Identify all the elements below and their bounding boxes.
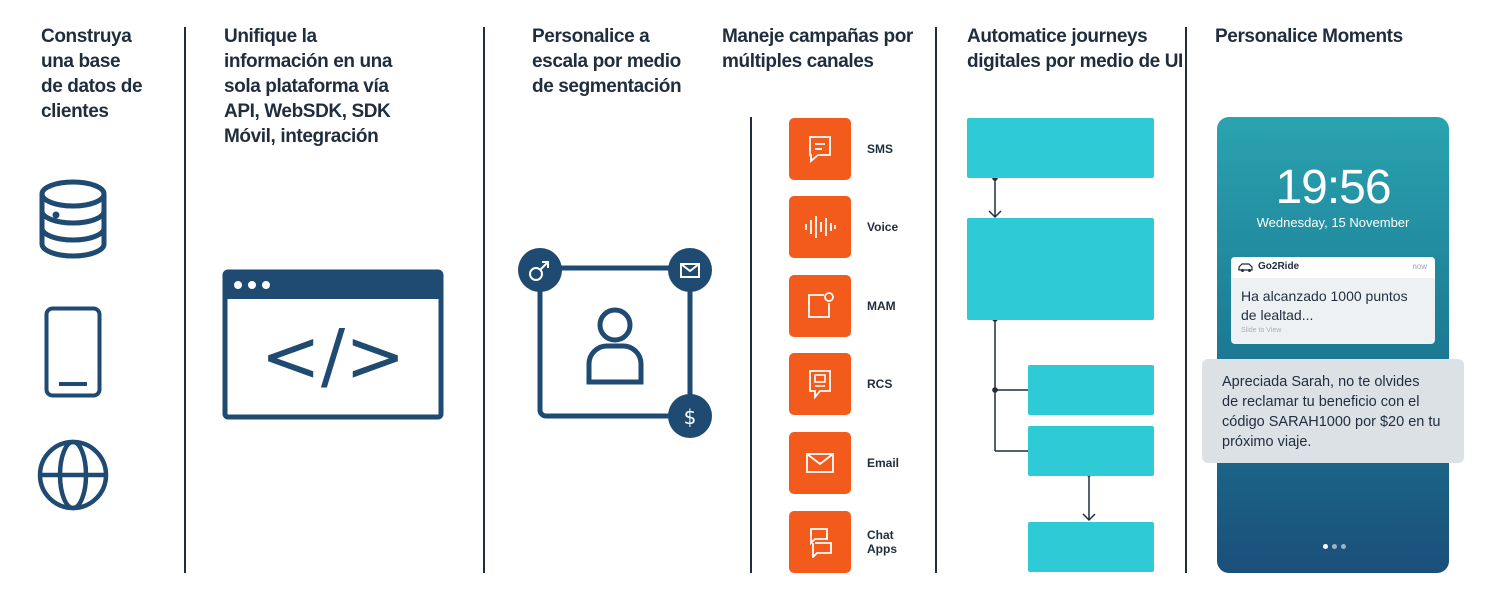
divider (483, 27, 485, 573)
rcs-icon (809, 370, 831, 400)
journey-step (1028, 365, 1154, 415)
build-database-title: Construya una base de datos de clientes (41, 26, 143, 122)
channel-label-mam: MAM (867, 299, 896, 313)
male-icon (518, 248, 562, 292)
notification-time: now (1412, 262, 1427, 271)
channel-label-chat-apps: Chat Apps (867, 528, 897, 556)
channel-label-email: Email (867, 456, 900, 470)
globe-icon (37, 439, 109, 511)
mam-channel-tile (789, 275, 851, 337)
chat-apps-channel-tile (789, 511, 851, 573)
lock-screen-date: Wednesday, 15 November (1256, 215, 1410, 230)
journeys-title: Automatice journeys digitales por medio … (967, 26, 1183, 72)
svg-text:$: $ (684, 405, 697, 429)
phone-lock-screen: 19:56 Wednesday, 15 November (1217, 117, 1449, 573)
dollar-icon: $ (668, 394, 712, 438)
journey-connectors (988, 175, 1096, 522)
lock-screen-time: 19:56 (1275, 161, 1391, 214)
moments-title: Personalice Moments (1215, 26, 1403, 47)
divider (1185, 27, 1187, 573)
notification-hint: Slide to View (1241, 327, 1282, 334)
sms-icon (809, 136, 831, 163)
email-channel-tile (789, 432, 851, 494)
segmentation-icon: $ (518, 248, 712, 438)
divider (750, 117, 752, 573)
divider (184, 27, 186, 573)
page-indicator (1319, 544, 1349, 550)
channels-title: Maneje campañas por múltiples canales (722, 26, 913, 72)
notification-app-name: Go2Ride (1258, 261, 1300, 272)
email-icon (806, 453, 834, 473)
journey-step (1028, 426, 1154, 476)
channel-label-sms: SMS (867, 142, 894, 156)
channel-label-voice: Voice (867, 220, 899, 234)
sms-message-bubble: Apreciada Sarah, no te olvides de reclam… (1202, 359, 1464, 463)
unify-platform-title: Unifique la información en una sola plat… (224, 26, 393, 147)
code-glyph: </> (261, 314, 406, 398)
divider (935, 27, 937, 573)
voice-icon (805, 216, 836, 238)
channel-label-rcs: RCS (867, 377, 893, 391)
push-notification[interactable]: Go2Ride now Ha alcanzado 1000 puntos de … (1231, 257, 1435, 344)
journey-step (1028, 522, 1154, 572)
user-icon (586, 307, 644, 385)
chat-apps-icon (810, 528, 832, 558)
car-icon (1238, 263, 1253, 272)
mobile-phone-icon (44, 306, 102, 398)
journey-step (967, 218, 1154, 320)
voice-channel-tile (789, 196, 851, 258)
sms-channel-tile (789, 118, 851, 180)
mam-icon (808, 292, 834, 318)
notification-message: Ha alcanzado 1000 puntos de lealtad... (1241, 288, 1408, 323)
database-icon (39, 179, 107, 259)
segmentation-title: Personalice a escala por medio de segmen… (532, 26, 682, 97)
rcs-channel-tile (789, 353, 851, 415)
code-browser-icon: </> (222, 269, 444, 420)
journey-step (967, 118, 1154, 178)
mail-icon (668, 248, 712, 292)
